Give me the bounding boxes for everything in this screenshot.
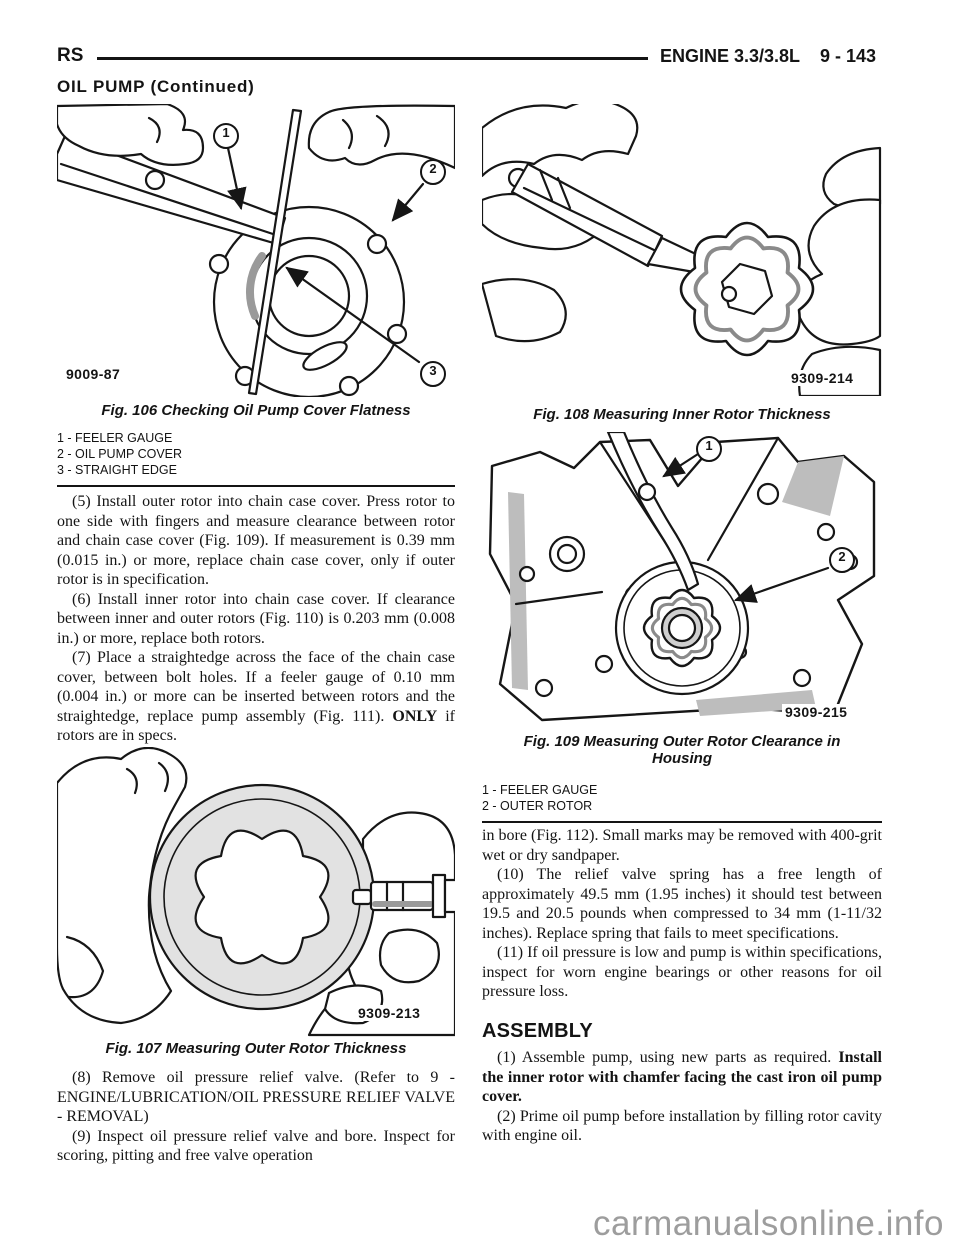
legend-item: 1 - FEELER GAUGE: [57, 431, 173, 445]
figure-108-code: 9309-214: [788, 370, 857, 386]
chain-case-rotor-drawing: [488, 432, 876, 722]
legend-item: 2 - OUTER ROTOR: [482, 799, 593, 813]
inner-rotor-micrometer-drawing: [482, 104, 882, 396]
step-8: (8) Remove oil pressure relief valve. (R…: [57, 1069, 455, 1125]
legend-item: 2 - OIL PUMP COVER: [57, 447, 183, 461]
legend-item: 3 - STRAIGHT EDGE: [57, 463, 177, 477]
header-section: ENGINE 3.3/3.8L: [660, 46, 801, 66]
figure-106-illustration: 1 2 3 9009-87: [57, 104, 455, 397]
figure-107-caption: Fig. 107 Measuring Outer Rotor Thickness: [105, 1040, 407, 1057]
figure-109-legend: 1 - FEELER GAUGE 2 - OUTER ROTOR: [482, 782, 882, 823]
assembly-step-1: (1) Assemble pump, using new parts as re…: [482, 1049, 882, 1105]
figure-107-illustration: 9309-213: [57, 747, 455, 1037]
figure-108-caption: Fig. 108 Measuring Inner Rotor Thickness: [533, 406, 831, 423]
step-10: (10) The relief valve spring has a free …: [482, 866, 882, 942]
assembly-step-2: (2) Prime oil pump before installation b…: [482, 1107, 882, 1145]
caption-line-1: Fig. 109 Measuring Outer Rotor Clearance…: [523, 733, 841, 750]
header-model: RS: [57, 45, 84, 66]
figure-108-illustration: 9309-214: [482, 104, 882, 396]
step-11: (11) If oil pressure is low and pump is …: [482, 944, 882, 1000]
figure-109-illustration: 1 2 9309-215: [482, 432, 882, 730]
assembly-steps: (1) Assemble pump, using new parts as re…: [482, 1048, 882, 1146]
procedure-steps-5-7: (5) Install outer rotor into chain case …: [57, 492, 455, 746]
figure-107-code: 9309-213: [355, 1005, 424, 1021]
callout-1: 1: [696, 436, 722, 462]
figure-109-caption: Fig. 109 Measuring Outer Rotor Clearance…: [482, 733, 882, 767]
figure-106-legend: 1 - FEELER GAUGE 2 - OIL PUMP COVER 3 - …: [57, 430, 455, 487]
figure-106-code: 9009-87: [63, 366, 124, 382]
figure-109-code: 9309-215: [782, 704, 851, 720]
procedure-steps-10-11: in bore (Fig. 112). Small marks may be r…: [482, 826, 882, 1002]
outer-rotor-micrometer-drawing: [57, 747, 455, 1037]
assembly-heading: ASSEMBLY: [482, 1020, 593, 1042]
callout-2: 2: [420, 159, 446, 185]
legend-item: 1 - FEELER GAUGE: [482, 783, 598, 797]
continuation-paragraph: in bore (Fig. 112). Small marks may be r…: [482, 827, 882, 864]
callout-1: 1: [213, 123, 239, 149]
callout-2: 2: [829, 547, 855, 573]
step-7: (7) Place a straightedge across the face…: [57, 649, 455, 744]
oil-pump-cover-drawing: [57, 104, 455, 397]
step-6: (6) Install inner rotor into chain case …: [57, 590, 455, 647]
section-continued-title: OIL PUMP (Continued): [57, 77, 255, 96]
procedure-steps-8-9: (8) Remove oil pressure relief valve. (R…: [57, 1068, 455, 1166]
watermark: carmanualsonline.info: [593, 1204, 944, 1242]
caption-line-2: Housing: [652, 750, 712, 767]
callout-3: 3: [420, 361, 446, 387]
step-5: (5) Install outer rotor into chain case …: [57, 493, 455, 588]
header-rule: [97, 57, 648, 60]
header-page-number: 9 - 143: [820, 46, 877, 66]
figure-106-caption: Fig. 106 Checking Oil Pump Cover Flatnes…: [101, 402, 411, 419]
step-9: (9) Inspect oil pressure relief valve an…: [57, 1127, 455, 1165]
